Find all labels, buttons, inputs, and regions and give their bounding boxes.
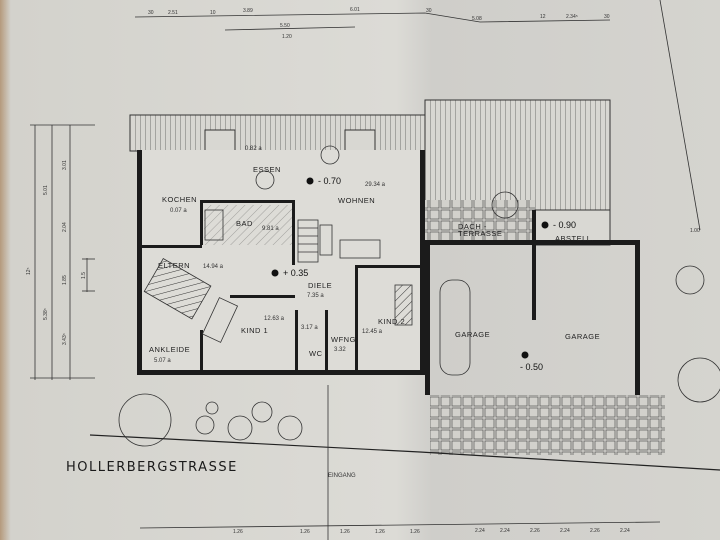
room-labels: ESSEN 0.82 a WOHNEN 29.34 a KOCHEN 0.07 …: [149, 146, 600, 364]
svg-text:5.07 a: 5.07 a: [154, 358, 171, 364]
svg-text:6.01: 6.01: [350, 7, 360, 13]
svg-text:12⁵: 12⁵: [26, 267, 32, 275]
room-wfng: WFNG: [331, 335, 356, 344]
svg-text:3.32: 3.32: [334, 347, 346, 353]
roof-terrace: [425, 200, 535, 245]
svg-text:2.24: 2.24: [560, 528, 570, 534]
dimension-left-1-5: 1.5: [81, 272, 87, 279]
svg-text:30: 30: [604, 14, 610, 20]
svg-text:12.45 a: 12.45 a: [362, 329, 383, 335]
svg-text:3.01: 3.01: [62, 160, 68, 170]
room-dachterrasse: DACH -: [458, 222, 487, 231]
room-kochen: KOCHEN: [162, 195, 197, 204]
svg-text:2.34⁵: 2.34⁵: [566, 14, 578, 20]
svg-text:12: 12: [540, 14, 546, 20]
room-wohnen: WOHNEN: [338, 196, 375, 205]
level-marker-icon: [271, 269, 279, 277]
trees: [118, 265, 720, 447]
room-garage-1: GARAGE: [455, 330, 490, 339]
entrance-label: EINGANG: [328, 473, 356, 479]
level-marker-icon: [521, 351, 529, 359]
street-name: HOLLERBERGSTRASSE: [66, 460, 238, 475]
svg-text:0.82 a: 0.82 a: [245, 146, 262, 152]
svg-text:1.26: 1.26: [340, 529, 350, 535]
bathroom-tiles: [204, 205, 294, 245]
room-ankleide: ANKLEIDE: [149, 345, 190, 354]
svg-text:2.04: 2.04: [62, 222, 68, 232]
room-kind-1: KIND 1: [241, 326, 268, 335]
svg-text:3.43⁵: 3.43⁵: [62, 333, 68, 345]
svg-text:1.26: 1.26: [375, 529, 385, 535]
room-eltern: ELTERN: [158, 261, 190, 270]
svg-text:- 0.90: - 0.90: [553, 220, 576, 230]
svg-text:- 0.50: - 0.50: [520, 362, 543, 372]
level-marker-icon: [306, 177, 314, 185]
furniture: [143, 145, 519, 376]
svg-text:0.07 a: 0.07 a: [170, 208, 187, 214]
svg-text:1.26: 1.26: [233, 529, 243, 535]
room-essen: ESSEN: [253, 165, 281, 174]
svg-text:3.89: 3.89: [243, 8, 253, 14]
dimension-labels: 30 2.51 10 3.89 6.01 30 5.08 12 2.34⁵ 30…: [26, 7, 700, 535]
svg-text:3.17 a: 3.17 a: [301, 325, 318, 331]
roof-right: [424, 99, 611, 211]
walls: [137, 150, 640, 395]
room-abstell: ABSTELL.: [555, 234, 594, 243]
svg-text:9.81 a: 9.81 a: [262, 226, 279, 232]
svg-text:2.26: 2.26: [530, 528, 540, 534]
svg-text:2.24: 2.24: [500, 528, 510, 534]
level-markers: - 0.70 + 0.35 - 0.90 - 0.50: [271, 176, 576, 372]
svg-text:1.26: 1.26: [410, 529, 420, 535]
svg-text:TERRASSE: TERRASSE: [458, 229, 502, 238]
room-garage-2: GARAGE: [565, 332, 600, 341]
svg-text:5.38⁵: 5.38⁵: [43, 308, 49, 320]
svg-text:2.51: 2.51: [168, 10, 178, 16]
svg-text:10: 10: [210, 10, 216, 16]
svg-text:5.08: 5.08: [472, 16, 482, 22]
room-kind-2: KIND 2: [378, 317, 405, 326]
svg-text:30: 30: [148, 10, 154, 16]
svg-text:2.26: 2.26: [590, 528, 600, 534]
svg-text:+ 0.35: + 0.35: [283, 268, 308, 278]
dimension-lines: [30, 0, 701, 529]
svg-text:1.00: 1.00: [690, 228, 700, 234]
svg-text:7.35 a: 7.35 a: [307, 293, 324, 299]
svg-text:2.24: 2.24: [475, 528, 485, 534]
svg-text:29.34 a: 29.34 a: [365, 182, 386, 188]
svg-text:- 0.70: - 0.70: [318, 176, 341, 186]
house-floor: [140, 150, 425, 375]
room-wc: WC: [309, 349, 323, 358]
stairs: [297, 219, 319, 263]
svg-text:1.85: 1.85: [62, 275, 68, 285]
svg-text:1.26: 1.26: [300, 529, 310, 535]
paved-driveway: [430, 395, 665, 455]
roof-main: [129, 114, 426, 152]
room-bad: BAD: [236, 219, 253, 228]
svg-text:30: 30: [426, 8, 432, 14]
room-diele: DIELE: [308, 281, 332, 290]
svg-text:12.63 a: 12.63 a: [264, 316, 285, 322]
property-line: [89, 434, 720, 471]
svg-text:5.01: 5.01: [43, 185, 49, 195]
svg-text:5.50: 5.50: [280, 23, 290, 29]
svg-text:1.20: 1.20: [282, 34, 292, 40]
level-marker-icon: [541, 221, 549, 229]
svg-text:14.94 a: 14.94 a: [203, 264, 224, 270]
svg-text:2.24: 2.24: [620, 528, 630, 534]
